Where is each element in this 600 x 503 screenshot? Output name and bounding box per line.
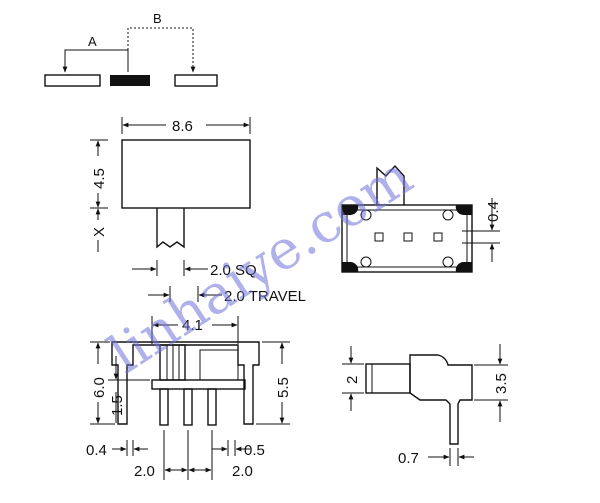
offset-dim-0-4: 0.4 <box>485 201 502 222</box>
top-view-body <box>121 139 251 209</box>
position-b-arrow <box>127 27 196 73</box>
label-a: A <box>88 34 97 49</box>
height-dim-4-5: 4.5 <box>91 168 108 189</box>
dim-2-0-left: 2.0 <box>134 463 155 480</box>
pin-left <box>159 388 169 426</box>
top-view-actuator <box>156 208 185 249</box>
dim-0-7: 0.7 <box>398 450 419 467</box>
front-frame <box>111 341 260 425</box>
front-view: 4.1 6.0 1.5 5.5 0.4 0.5 2.0 <box>86 316 292 480</box>
sq-dim: 2.0 SQ <box>210 262 257 279</box>
dim-0-4: 0.4 <box>86 442 107 459</box>
right-contact-pad <box>174 74 218 87</box>
side-view: 2 3.5 0.7 <box>342 344 510 467</box>
right-view-inner <box>346 209 468 268</box>
label-b: B <box>153 11 162 26</box>
dim-4-1: 4.1 <box>182 317 203 334</box>
switch-position-diagram: A B <box>44 11 218 87</box>
dim-0-5: 0.5 <box>244 442 265 459</box>
left-contact-pad <box>44 74 101 87</box>
travel-dim: 2.0 TRAVEL <box>224 288 306 305</box>
watermark: linhaiye.com <box>98 144 423 386</box>
dim-2: 2 <box>344 376 361 384</box>
right-view-body <box>341 204 473 273</box>
dim-1-5: 1.5 <box>109 395 126 416</box>
right-view: 0.4 <box>341 164 502 273</box>
width-dim-8-6: 8.6 <box>172 118 193 135</box>
top-view: 8.6 4.5 X 2.0 SQ 2.0 TRAVEL <box>90 117 306 305</box>
dim-5-5: 5.5 <box>275 377 292 398</box>
front-base <box>151 379 246 390</box>
dim-3-5: 3.5 <box>493 373 510 394</box>
dim-6-0: 6.0 <box>91 377 108 398</box>
side-body <box>409 354 473 445</box>
x-label: X <box>91 227 108 237</box>
pin-right <box>207 388 217 426</box>
side-actuator <box>365 363 411 394</box>
dim-2-0-right: 2.0 <box>232 463 253 480</box>
right-view-actuator <box>376 164 405 205</box>
position-a-arrow <box>62 49 129 73</box>
pin-middle <box>183 388 193 426</box>
slider-contact-pad <box>110 75 150 86</box>
